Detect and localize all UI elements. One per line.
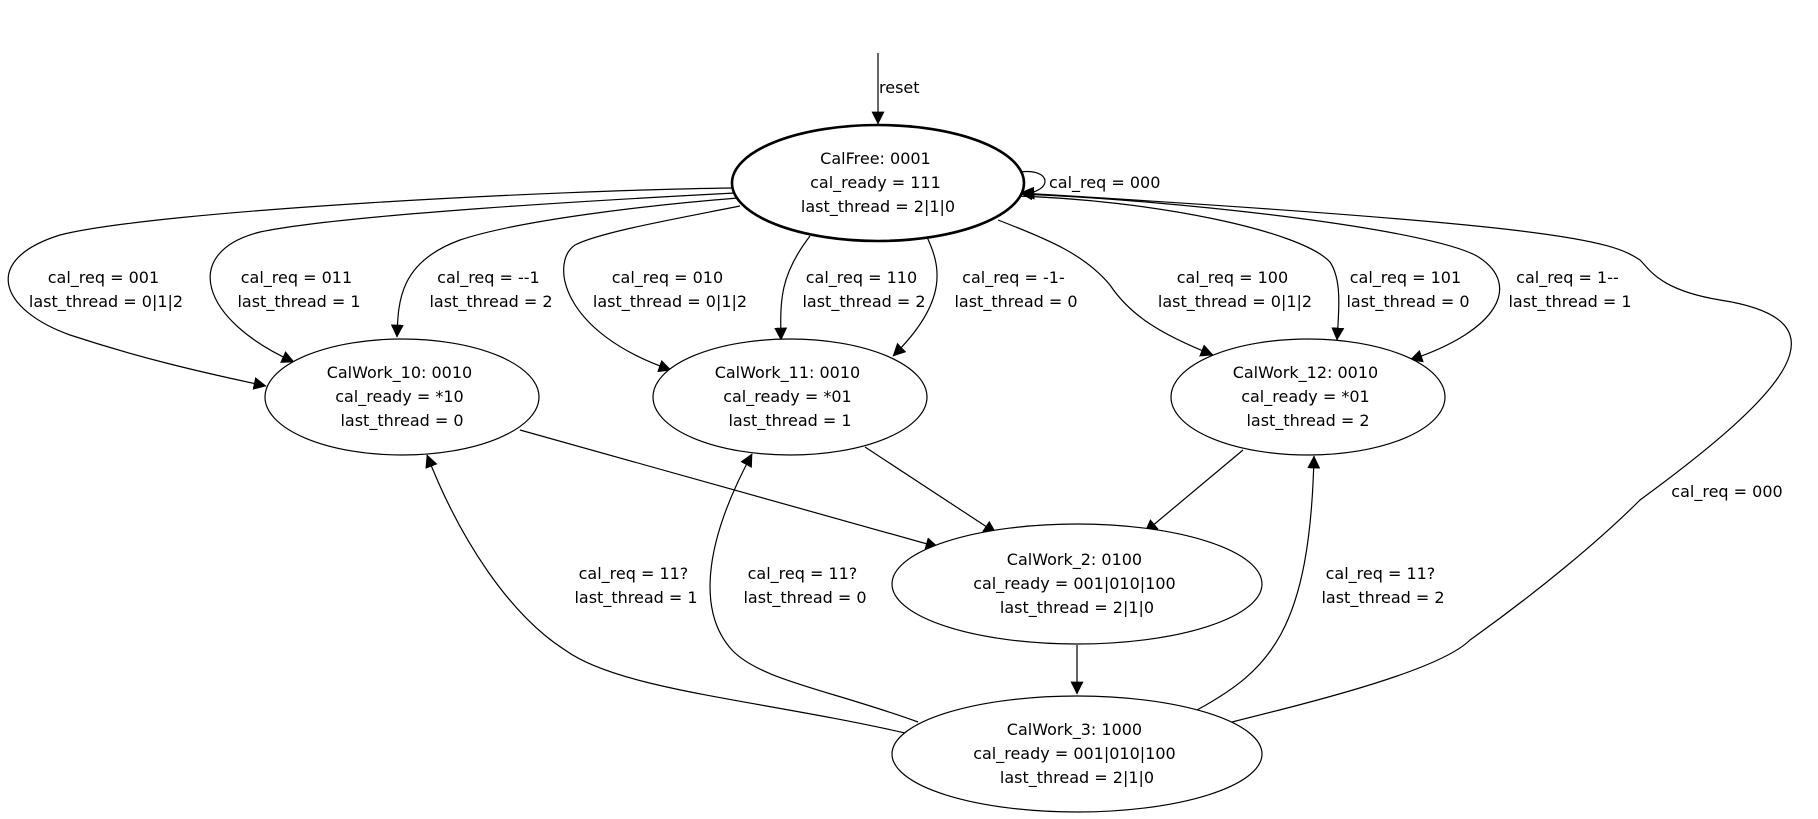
edge-label-calfree-self-loop: cal_req = 000 — [1049, 173, 1160, 193]
edge-calwork3-to-calwork11 — [709, 453, 919, 723]
edge-calfree-to-calwork11-c — [892, 236, 938, 357]
edge-label-calwork3-to-calwork11: cal_req = 11? last_thread = 0 — [743, 564, 866, 608]
edge-calfree-to-calwork10-c — [390, 197, 739, 338]
edge-calwork10-to-calwork2 — [519, 429, 939, 550]
state-node-calwork-3: CalWork_3: 1000 cal_ready = 001|010|100 … — [891, 695, 1263, 813]
edge-label-calfree-to-calwork10-a: cal_req = 001 last_thread = 0|1|2 — [29, 268, 183, 312]
edge-calfree-to-calwork11-b — [774, 235, 811, 341]
edge-calfree-to-calwork10-b — [209, 192, 736, 363]
edge-label-calwork3-to-calfree: cal_req = 000 — [1671, 482, 1782, 502]
state-node-calwork-11: CalWork_11: 0010 cal_ready = *01 last_th… — [652, 338, 928, 456]
edge-label-calfree-to-calwork11-b: cal_req = 110 last_thread = 2 — [802, 268, 925, 312]
edge-label-calfree-to-calwork10-c: cal_req = --1 last_thread = 2 — [429, 268, 552, 312]
edge-label-calfree-to-calwork11-a: cal_req = 010 last_thread = 0|1|2 — [593, 268, 747, 312]
edge-calwork3-to-calfree — [1019, 187, 1792, 723]
edge-calwork11-to-calwork2 — [864, 446, 997, 534]
edge-calfree-to-calwork12-c — [1017, 193, 1501, 363]
state-node-calfree: CalFree: 0001 cal_ready = 111 last_threa… — [730, 123, 1026, 243]
svg-text:CalWork_12: 0010 cal_rea: CalWork_12: 0010 cal_ready = *01 last_th… — [1233, 363, 1384, 431]
state-node-calwork-12: CalWork_12: 0010 cal_ready = *01 last_th… — [1170, 338, 1446, 456]
edge-calfree-to-calwork10-a — [7, 187, 734, 390]
svg-text:CalWork_11: 0010 cal_rea: CalWork_11: 0010 cal_ready = *01 last_th… — [715, 363, 866, 431]
edge-calfree-to-calwork12-b — [1015, 195, 1345, 341]
state-node-calwork-10: CalWork_10: 0010 cal_ready = *10 last_th… — [264, 338, 540, 456]
svg-text:CalWork_2: 0100 cal_read: CalWork_2: 0100 cal_ready = 001|010|100 … — [973, 550, 1181, 618]
edge-label-reset: reset — [879, 78, 920, 97]
edge-calwork3-to-calwork12 — [1196, 455, 1321, 711]
edge-calwork12-to-calwork2 — [1144, 449, 1244, 533]
edge-label-calfree-to-calwork12-a: cal_req = 100 last_thread = 0|1|2 — [1158, 268, 1312, 312]
svg-text:CalWork_10: 0010 cal_rea: CalWork_10: 0010 cal_ready = *10 last_th… — [327, 363, 478, 431]
edge-label-calwork3-to-calwork10: cal_req = 11? last_thread = 1 — [574, 564, 697, 608]
edge-calwork3-to-calwork10 — [425, 454, 906, 734]
edge-label-calfree-to-calwork10-b: cal_req = 011 last_thread = 1 — [237, 268, 360, 312]
svg-text:CalWork_3: 1000 cal_read: CalWork_3: 1000 cal_ready = 001|010|100 … — [973, 720, 1181, 788]
state-name: CalFree: 0001 — [820, 149, 931, 168]
state-node-calwork-2: CalWork_2: 0100 cal_ready = 001|010|100 … — [891, 523, 1263, 645]
edge-calfree-to-calwork12-a — [997, 219, 1214, 357]
edge-label-calfree-to-calwork11-c: cal_req = -1- last_thread = 0 — [954, 268, 1077, 312]
svg-text:CalFree: 0001 cal_ready: CalFree: 0001 cal_ready = 111 last_threa… — [801, 149, 955, 217]
edge-calfree-to-calwork11-a — [563, 205, 741, 373]
edge-label-calfree-to-calwork12-b: cal_req = 101 last_thread = 0 — [1346, 268, 1469, 312]
edge-label-calwork3-to-calwork12: cal_req = 11? last_thread = 2 — [1321, 564, 1444, 608]
edge-label-calfree-to-calwork12-c: cal_req = 1-- last_thread = 1 — [1508, 268, 1631, 312]
